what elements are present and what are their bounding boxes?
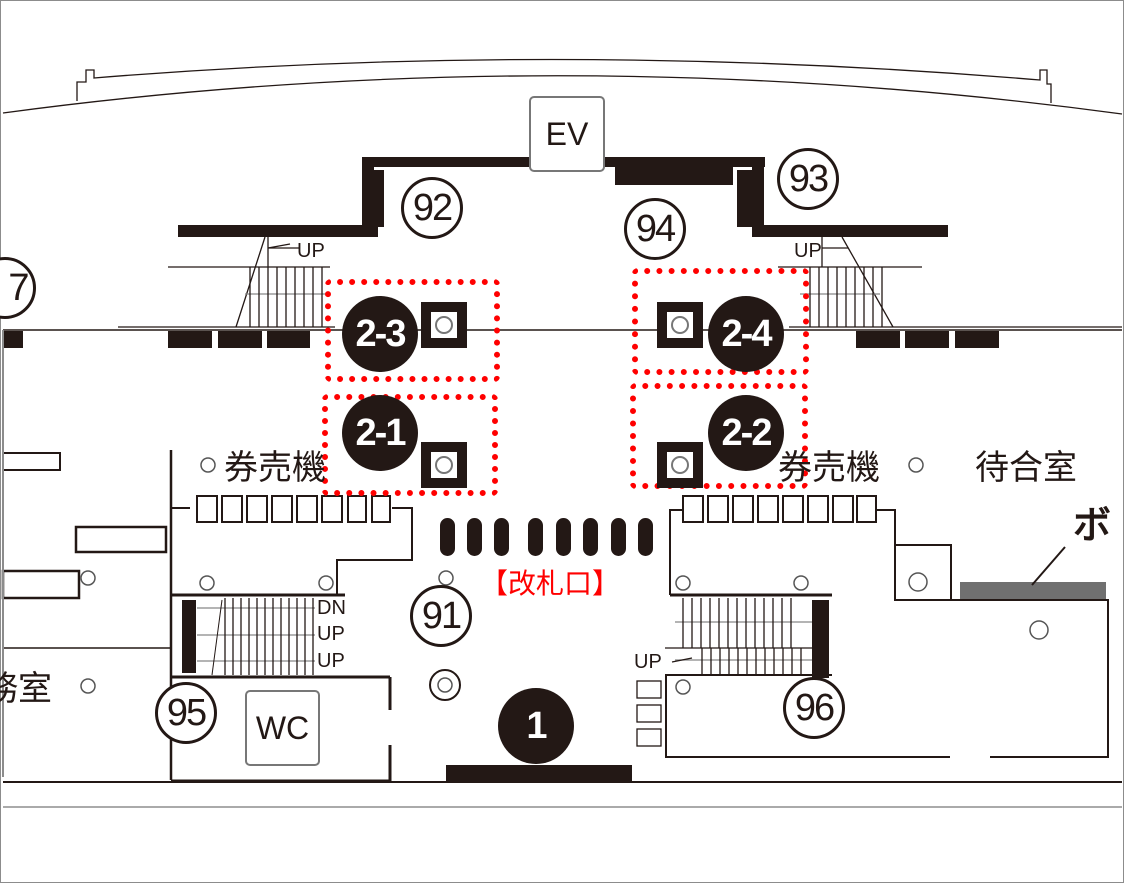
exit-1-badge[interactable]: 1	[498, 688, 574, 764]
stairs-bottom-left	[171, 593, 390, 679]
point-91[interactable]: 91	[410, 585, 472, 647]
exit-2-4-badge[interactable]: 2-4	[708, 296, 784, 372]
ticket-gates[interactable]	[440, 518, 653, 556]
platform-roof	[2, 58, 1123, 115]
point-94[interactable]: 94	[624, 198, 686, 260]
bench	[960, 582, 1106, 599]
bench-pointer	[1031, 546, 1066, 586]
exit-2-3-elevator-icon	[421, 302, 467, 348]
point-number: 94	[635, 207, 676, 250]
stairs-top-right	[778, 236, 1122, 328]
stairs-down-label: DN	[317, 597, 346, 619]
partial-right-label: ボ	[1073, 503, 1112, 547]
ticket-gate-label: 【改札口】	[480, 567, 621, 600]
office-label-partial: 務室	[0, 669, 52, 709]
exit-number: 2-3	[355, 312, 407, 355]
highlight-exit-2-4	[632, 268, 809, 375]
point-95[interactable]: 95	[155, 682, 217, 744]
exit-number: 2-4	[721, 312, 773, 355]
point-number: 91	[421, 594, 462, 637]
stairs-up-label: UP	[317, 650, 345, 672]
exit-2-2-elevator-icon	[657, 442, 703, 488]
point-number: 96	[794, 686, 835, 729]
stairs-up-label: UP	[297, 240, 325, 262]
exit-1-wall	[446, 765, 632, 782]
waiting-room-label: 待合室	[975, 448, 1077, 488]
exit-2-2-badge[interactable]: 2-2	[708, 395, 784, 471]
elevator-label: EV	[545, 115, 589, 152]
point-number: 95	[166, 691, 207, 734]
point-number: 92	[412, 186, 453, 229]
point-number: 7	[8, 266, 29, 309]
stairs-top-left	[118, 236, 335, 328]
stairs-up-label: UP	[317, 623, 345, 645]
highlight-exit-2-3	[325, 279, 500, 382]
fire-hydrant-mark	[429, 669, 461, 701]
platform-blocks	[3, 331, 999, 348]
exit-number: 1	[526, 704, 547, 747]
exit-2-1-elevator-icon	[421, 442, 467, 488]
ticket-machine-label-left: 券売機	[224, 448, 326, 488]
stairs-up-label: UP	[794, 240, 822, 262]
elevator-sign[interactable]: EV	[529, 96, 605, 172]
exit-number: 2-1	[355, 411, 407, 454]
point-93[interactable]: 93	[777, 148, 839, 210]
exit-number: 2-2	[721, 411, 773, 454]
exit-2-3-badge[interactable]: 2-3	[342, 296, 418, 372]
restroom-label: WC	[255, 709, 310, 746]
stairs-bottom-right	[636, 593, 832, 747]
pillars	[80, 457, 1049, 695]
top-walls	[178, 157, 948, 237]
exit-2-4-elevator-icon	[657, 302, 703, 348]
point-96[interactable]: 96	[783, 677, 845, 739]
highlight-exit-2-2	[630, 383, 808, 489]
exit-2-1-badge[interactable]: 2-1	[342, 395, 418, 471]
restroom-sign[interactable]: WC	[245, 690, 320, 766]
ticket-machines-right	[665, 495, 1109, 758]
stairs-up-label: UP	[634, 651, 662, 673]
point-92[interactable]: 92	[401, 177, 463, 239]
ticket-machine-label-right: 券売機	[778, 448, 880, 488]
ticket-machines-left	[171, 495, 413, 595]
left-rooms	[1, 450, 173, 780]
highlight-exit-2-1	[322, 394, 498, 496]
point-number: 93	[788, 157, 829, 200]
